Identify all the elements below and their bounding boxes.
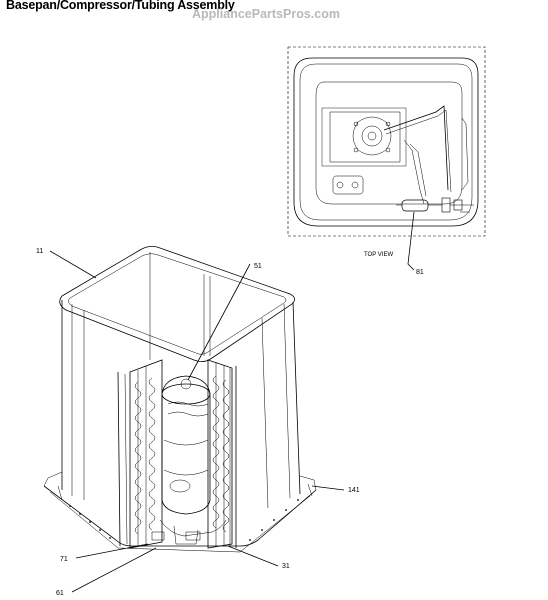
compressor <box>161 375 211 515</box>
callout-label-61: 61 <box>56 590 64 597</box>
page-title: Basepan/Compressor/Tubing Assembly <box>6 0 235 12</box>
callout-label-71: 71 <box>60 556 68 563</box>
watermark: AppliancePartsPros.com <box>192 7 340 21</box>
cabinet-assembly <box>43 246 317 553</box>
coil-bends-left <box>134 377 156 535</box>
callout-11: 11 <box>36 248 97 279</box>
callout-label-31: 31 <box>282 563 290 570</box>
coil-bends-right <box>212 375 230 533</box>
callout-61: 61 <box>56 547 157 597</box>
top-view-caption: TOP VIEW <box>364 252 393 258</box>
callout-label-51: 51 <box>254 263 262 270</box>
callout-label-81: 81 <box>416 269 424 276</box>
callout-label-141: 141 <box>348 487 360 494</box>
top-view-inset: TOP VIEW <box>287 46 486 271</box>
callout-141: 141 <box>311 485 360 494</box>
callout-71: 71 <box>60 543 149 563</box>
callout-51: 51 <box>187 263 262 381</box>
callout-31: 31 <box>227 545 290 570</box>
callout-label-11: 11 <box>36 248 43 255</box>
callout-81: 81 <box>416 269 424 276</box>
base-rivets <box>69 499 299 541</box>
